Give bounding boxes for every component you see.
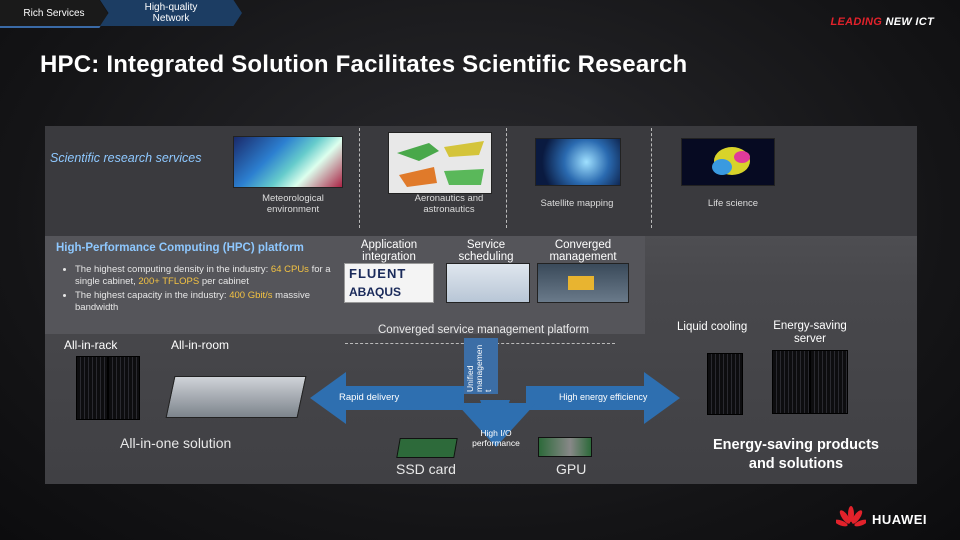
management-screenshot xyxy=(537,263,629,303)
liquid-cooling-server-image xyxy=(707,353,743,415)
ssd-card-label: SSD card xyxy=(396,461,456,477)
rack-server-image xyxy=(76,356,108,420)
molecule-icon xyxy=(682,139,774,185)
research-services-label: Scientific research services xyxy=(50,151,201,165)
divider xyxy=(506,128,507,228)
nav-tab-rich-services[interactable]: Rich Services xyxy=(0,0,108,28)
huawei-flower-icon xyxy=(836,506,866,532)
high-energy-efficiency-label: High energy efficiency xyxy=(559,392,647,402)
gpu-label: GPU xyxy=(556,461,586,477)
all-in-one-solution-label: All-in-one solution xyxy=(120,435,231,451)
divider xyxy=(359,128,360,228)
life-science-image xyxy=(681,138,775,186)
app-logos-box: FLUENT ABAQUS xyxy=(344,263,434,303)
all-in-rack-label: All-in-rack xyxy=(64,338,117,352)
rack-server-image xyxy=(108,356,140,420)
satellite-caption: Satellite mapping xyxy=(527,198,627,209)
list-item: The highest capacity in the industry: 40… xyxy=(75,290,335,314)
server-room-image xyxy=(166,376,307,418)
life-science-caption: Life science xyxy=(693,198,773,209)
ssd-card-image xyxy=(396,438,458,458)
divider xyxy=(651,128,652,228)
abaqus-logo: ABAQUS xyxy=(349,285,401,299)
all-in-room-label: All-in-room xyxy=(171,338,229,352)
fluent-logo: FLUENT xyxy=(349,266,406,281)
page-title: HPC: Integrated Solution Facilitates Sci… xyxy=(40,51,687,79)
scheduling-screenshot xyxy=(446,263,530,303)
hpc-feature-list: The highest computing density in the ind… xyxy=(55,264,335,316)
meteorological-image xyxy=(233,136,343,188)
leading-new-ict-logo: LEADING NEW ICT xyxy=(830,16,934,28)
liquid-cooling-label: Liquid cooling xyxy=(677,321,747,333)
huawei-wordmark: HUAWEI xyxy=(872,512,927,527)
energy-saving-server-image xyxy=(772,350,810,414)
satellite-image xyxy=(535,138,621,186)
hpc-platform-label: High-Performance Computing (HPC) platfor… xyxy=(56,242,304,254)
energy-saving-server-image xyxy=(810,350,848,414)
nav-tab-rich-services-label: Rich Services xyxy=(23,8,84,19)
aeronautics-image xyxy=(388,132,492,194)
aircraft-models-icon xyxy=(389,133,491,193)
list-item: The highest computing density in the ind… xyxy=(75,264,335,288)
rapid-delivery-label: Rapid delivery xyxy=(339,392,399,403)
gpu-image xyxy=(538,437,592,457)
